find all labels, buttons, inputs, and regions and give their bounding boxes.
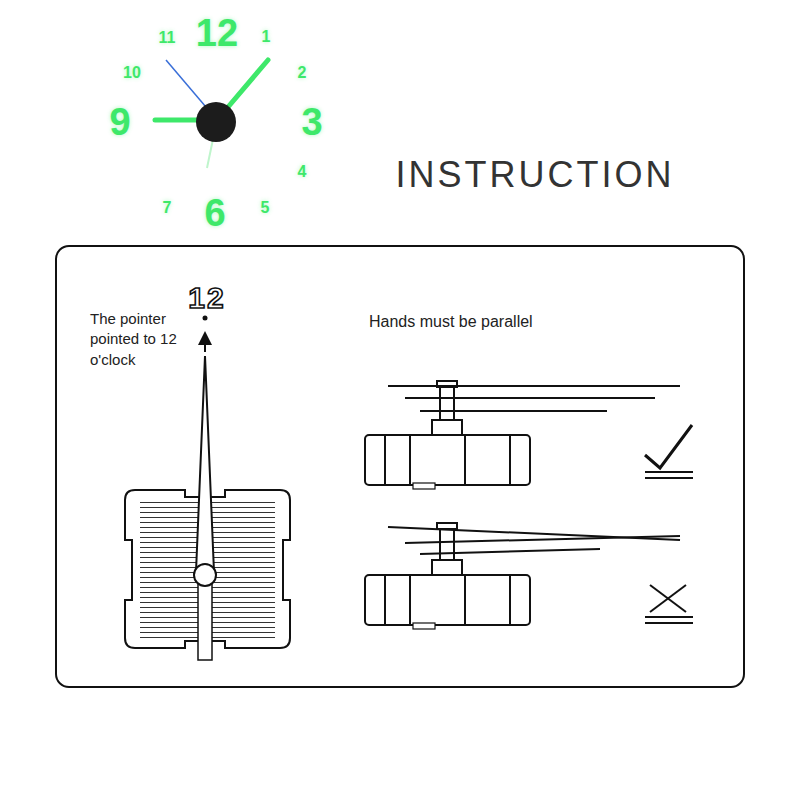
instruction-note: Hands must be parallel xyxy=(369,311,533,333)
clock-movement-front xyxy=(125,316,290,661)
clock-number: 11 xyxy=(159,29,176,47)
clock-number: 4 xyxy=(298,163,307,181)
clock-number: 10 xyxy=(123,64,141,82)
clock-number: 5 xyxy=(261,199,270,217)
clock-number: 9 xyxy=(109,101,130,144)
movement-side-correct xyxy=(365,381,693,489)
clock-number: 12 xyxy=(196,12,238,55)
clock-hands xyxy=(155,60,268,168)
target-number: 12 xyxy=(188,283,225,313)
clock-number: 1 xyxy=(262,28,271,46)
clock-number: 3 xyxy=(301,101,322,144)
instruction-panel: 12The pointer pointed to 12 o'clock Hands… xyxy=(55,245,745,688)
clock-number: 6 xyxy=(204,192,225,235)
instruction-note: The pointer pointed to 12 o'clock xyxy=(90,309,198,370)
movement-side-wrong xyxy=(365,523,693,629)
title: INSTRUCTION xyxy=(396,154,675,196)
clock-number: 2 xyxy=(298,64,307,82)
clock-number: 7 xyxy=(163,199,172,217)
